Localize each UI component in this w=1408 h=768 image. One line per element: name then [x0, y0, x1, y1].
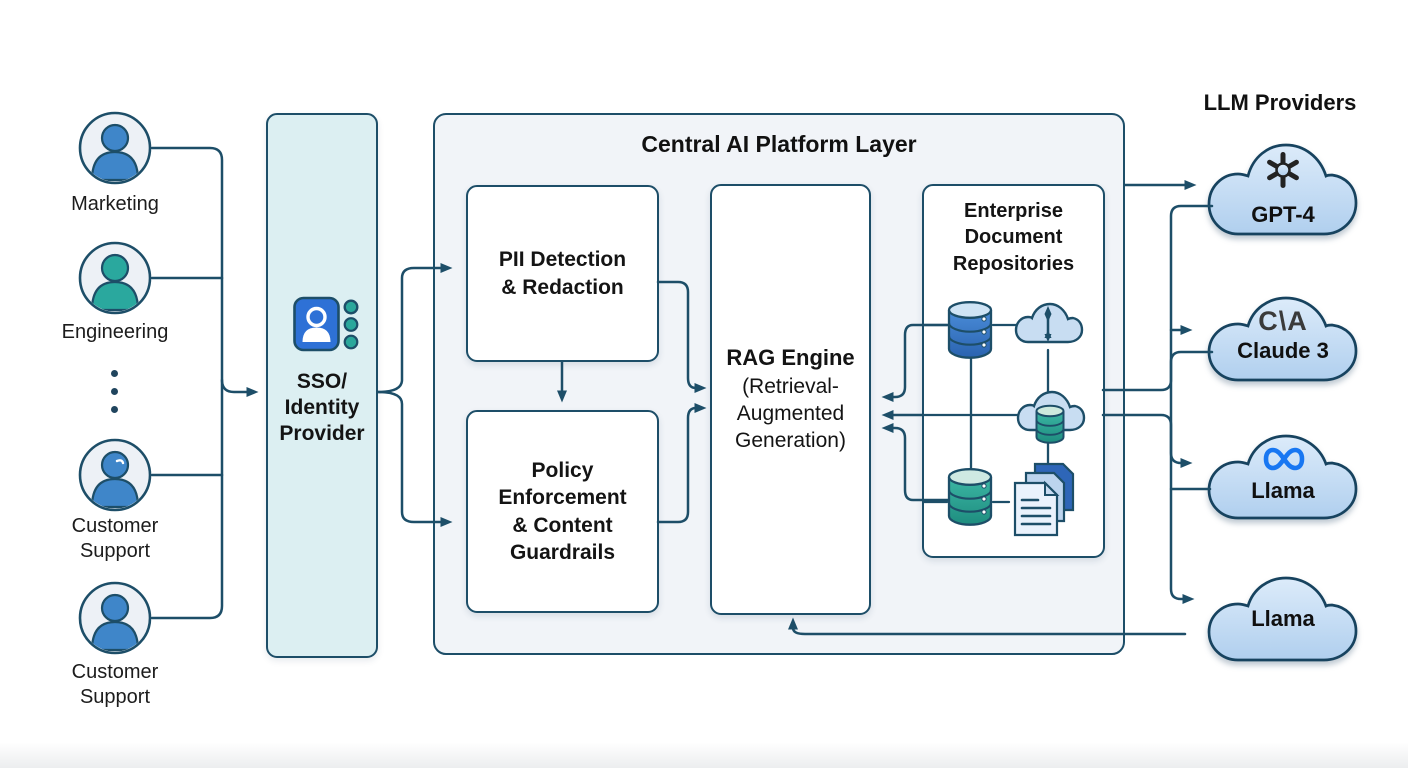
llm-provider-label-llama-2: Llama [1251, 606, 1315, 631]
cloud-shape [1207, 434, 1358, 520]
llm-provider-label-claude3: Claude 3 [1237, 338, 1329, 363]
claude-logo-text: C\A [1258, 306, 1308, 336]
avatar-engineering-icon [78, 241, 152, 315]
llm-providers-title: LLM Providers [1203, 90, 1357, 115]
central-ai-platform-title: Central AI Platform Layer [641, 131, 917, 157]
user-group-label-customer-support-1: Customer Support [71, 515, 159, 563]
rag-engine-subtitle: (Retrieval- Augmented Generation) [735, 374, 846, 453]
ellipsis-icon [111, 370, 119, 424]
sso-identity-provider-label: SSO/ Identity Provider [279, 370, 365, 446]
user-group-label-marketing: Marketing [71, 193, 159, 215]
cloud-shape [1207, 576, 1358, 662]
sso-identity-provider-box [266, 113, 378, 658]
llm-provider-label-gpt4: GPT-4 [1251, 202, 1315, 227]
enterprise-repositories-title: Enterprise Document Repositories [952, 200, 1075, 275]
rag-engine-box: RAG Engine (Retrieval- Augmented Generat… [710, 184, 871, 615]
policy-enforcement-label: Policy Enforcement & Content Guardrails [498, 458, 627, 564]
llm-cloud-claude3: C\A Claude 3 [1205, 282, 1361, 390]
llm-cloud-llama-2: Llama [1205, 562, 1361, 670]
pii-detection-label: PII Detection & Redaction [498, 248, 627, 299]
meta-infinity-logo-icon [1263, 447, 1305, 471]
avatar-customer-support-2-icon [78, 581, 152, 655]
cloud-shape [1207, 296, 1358, 382]
llm-provider-label-llama: Llama [1251, 478, 1315, 503]
avatar-marketing-icon [78, 111, 152, 185]
cloud-shape [1207, 143, 1358, 236]
user-group-label-engineering: Engineering [61, 321, 169, 343]
llm-cloud-llama-meta: Llama [1205, 420, 1361, 528]
rag-engine-title: RAG Engine [726, 345, 855, 371]
pii-detection-box: PII Detection & Redaction [466, 185, 659, 362]
openai-logo-icon [1267, 152, 1299, 188]
llm-cloud-gpt4: GPT-4 [1205, 128, 1361, 244]
policy-enforcement-box: Policy Enforcement & Content Guardrails [466, 410, 659, 613]
sso-contact-card-icon [293, 296, 359, 352]
user-group-label-customer-support-2: Customer Support [71, 661, 159, 709]
avatar-customer-support-1-icon [78, 438, 152, 512]
